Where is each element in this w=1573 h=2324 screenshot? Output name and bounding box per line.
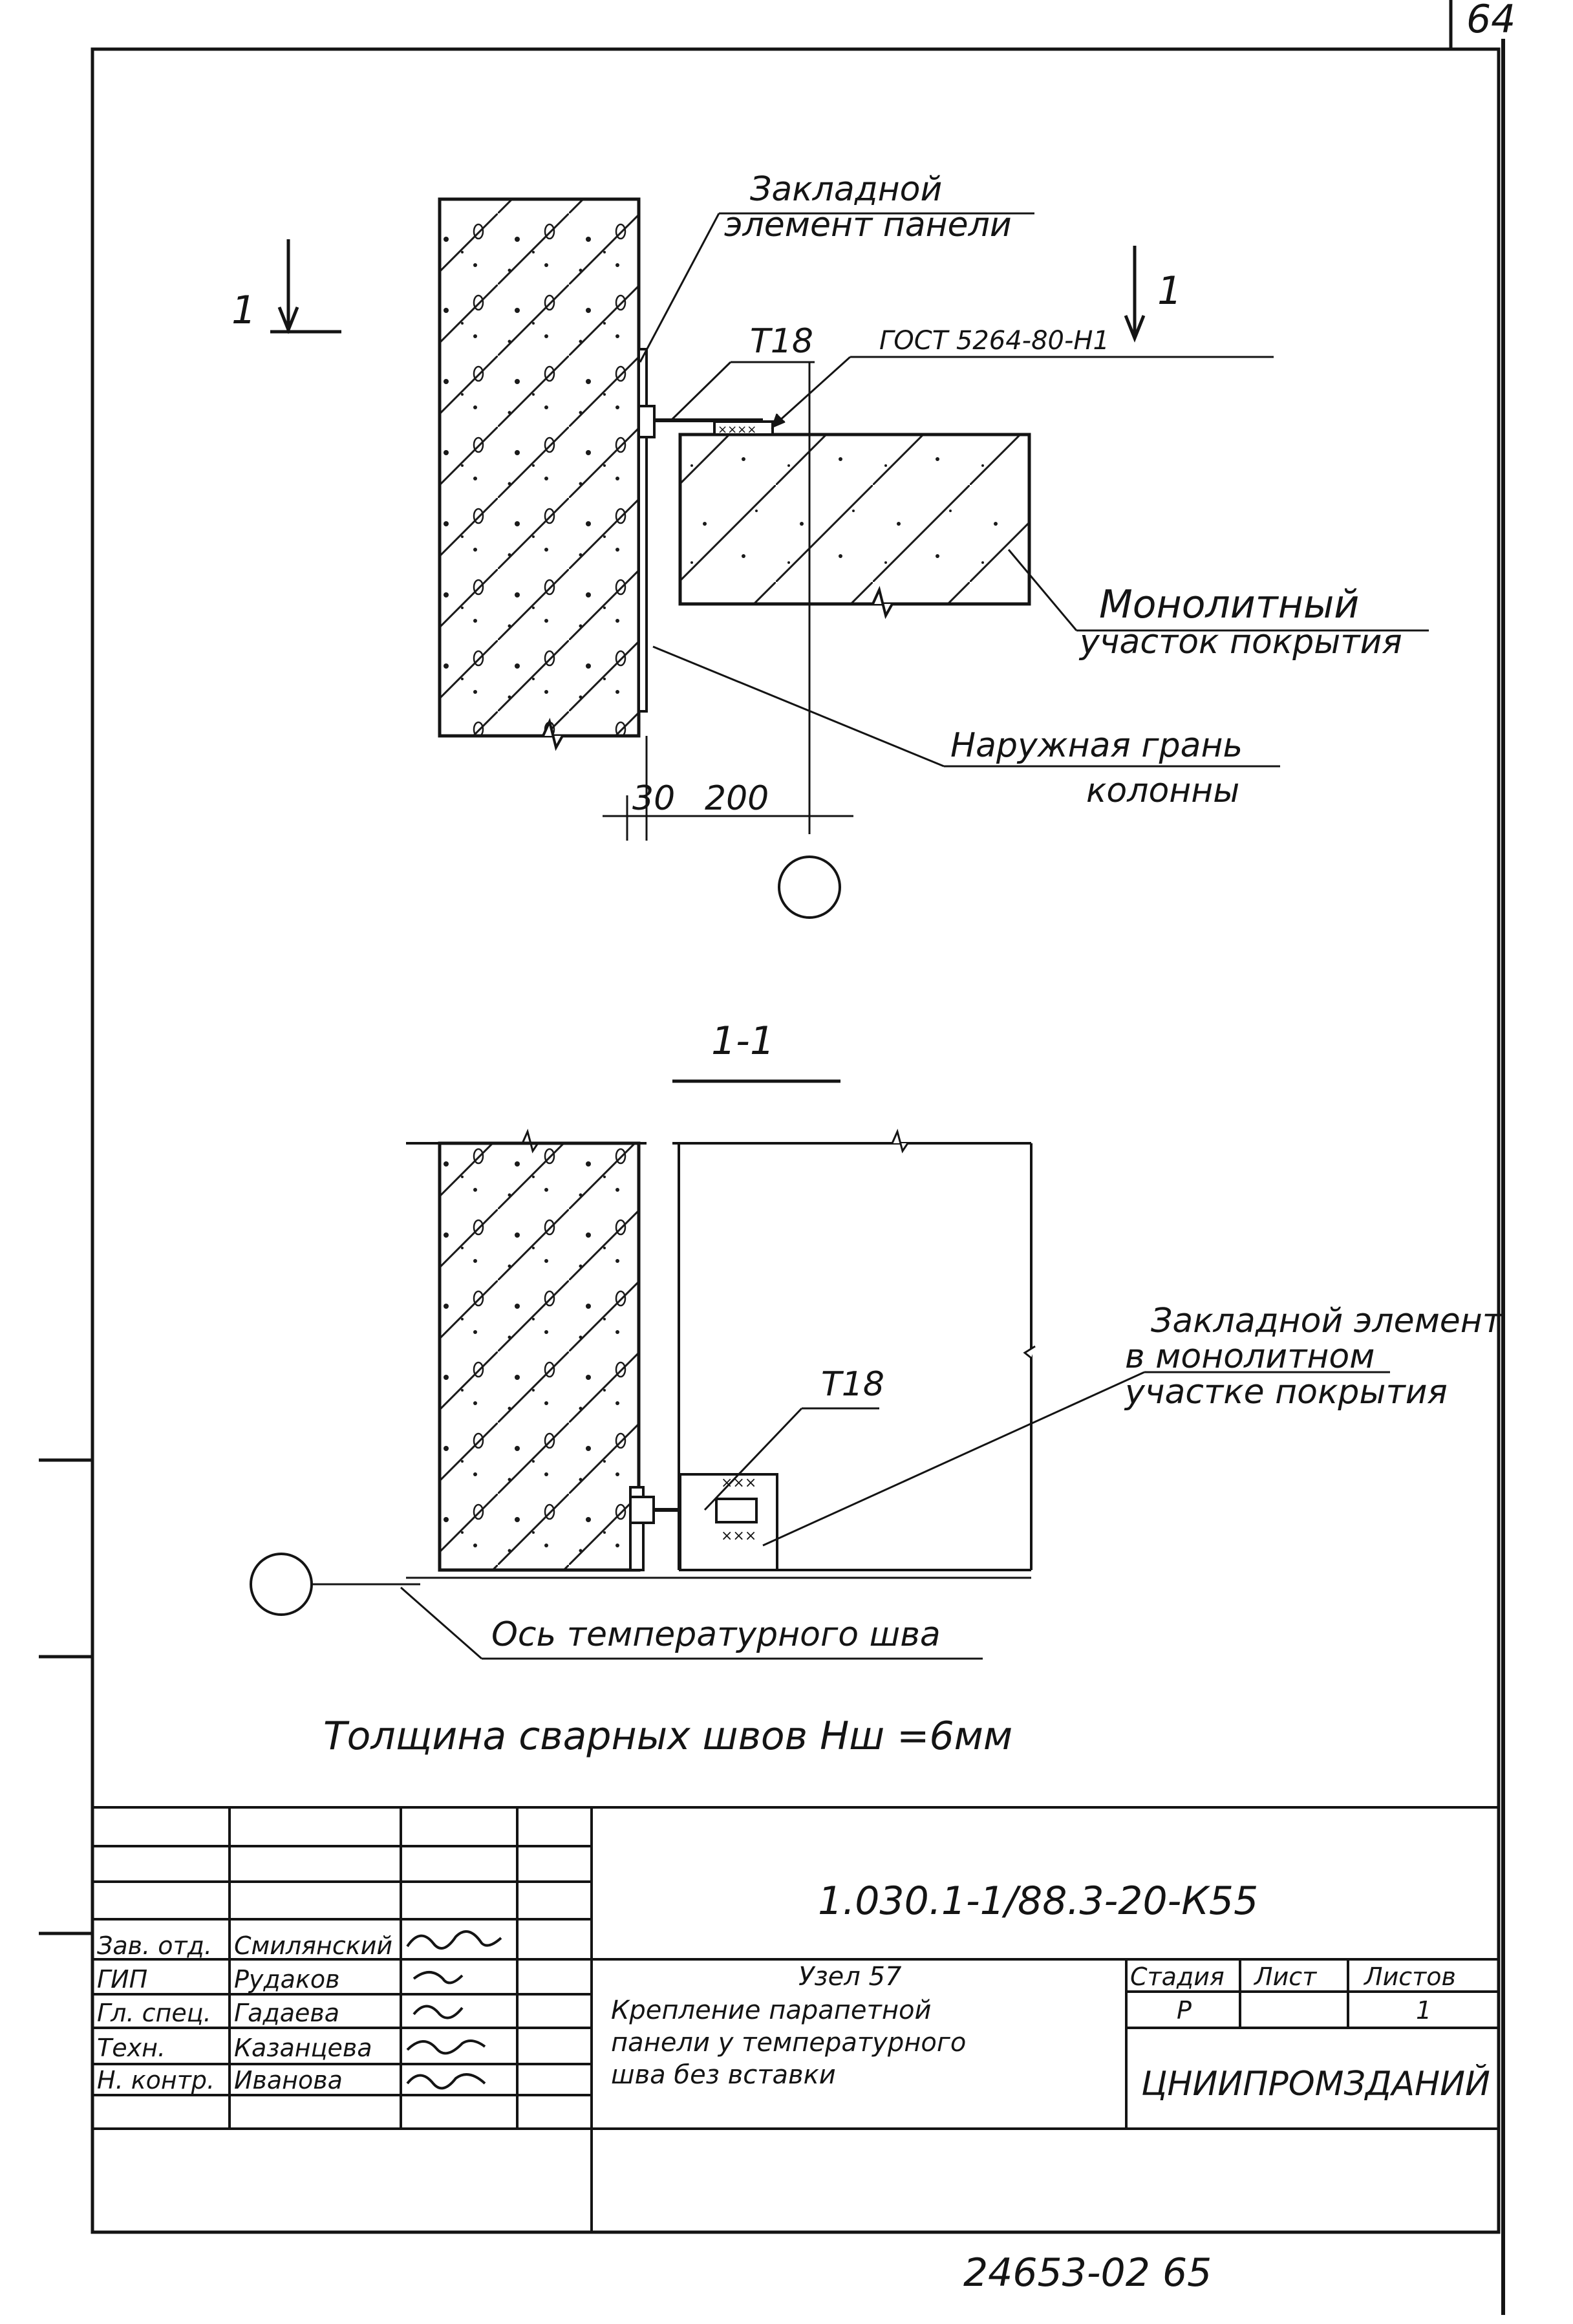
name-0: Смилянский	[234, 1931, 392, 1960]
role-3: Техн.	[97, 2034, 166, 2062]
weld-thickness-note: Толщина сварных швов Нш =6мм	[323, 1714, 1012, 1759]
label-monolithic-1: Монолитный	[1099, 582, 1359, 627]
name-3: Казанцева	[234, 2034, 372, 2062]
axis-marker-circle	[778, 855, 841, 919]
node-title: Узел 57	[798, 1962, 902, 1992]
parapet-panel-plan	[438, 197, 641, 738]
section-mark-right	[1124, 246, 1146, 343]
panel-embedded-plate	[637, 348, 648, 713]
section-mark-left-label: 1	[231, 288, 256, 333]
role-1: ГИП	[97, 1965, 147, 1994]
label-joint-axis: Ось температурного шва	[491, 1615, 941, 1654]
stage-header: Стадия	[1130, 1963, 1225, 1991]
label-gost: ГОСТ 5264-80-Н1	[879, 326, 1109, 356]
section-leaders	[400, 1371, 1390, 1660]
plan-leaders	[639, 212, 1429, 768]
label-embedded-mono-3: участке покрытия	[1124, 1373, 1448, 1412]
name-4: Иванова	[234, 2066, 343, 2094]
label-monolithic-2: участок покрытия	[1078, 623, 1402, 662]
role-4: Н. контр.	[97, 2066, 215, 2094]
label-t18-plan: Т18	[750, 322, 813, 361]
section-view: 1-1 ××× ×××	[250, 1018, 1503, 1660]
description-line-3: шва без вставки	[611, 2060, 836, 2090]
label-embedded-mono-1: Закладной элемент	[1151, 1302, 1503, 1340]
name-2: Гадаева	[234, 1999, 339, 2027]
name-1: Рудаков	[234, 1965, 340, 1994]
sheets-header: Листов	[1363, 1963, 1456, 1991]
signature-rows: Зав. отд. Смилянский ГИП Рудаков Гл. спе…	[97, 1931, 392, 2094]
label-t18-section: Т18	[821, 1365, 884, 1404]
stage-value: Р	[1177, 1996, 1192, 2025]
description-line-2: панели у температурного	[611, 2028, 966, 2058]
role-0: Зав. отд.	[97, 1931, 212, 1960]
parapet-panel-section	[438, 1141, 641, 1572]
title-block	[91, 1806, 1500, 2233]
description-line-1: Крепление парапетной	[611, 1996, 931, 2025]
document-code: 1.030.1-1/88.3-20-К55	[818, 1878, 1258, 1924]
section-mark-left	[270, 239, 341, 334]
plan-view: ×××× 30 200 1 1	[231, 170, 1429, 919]
svg-text:×××: ×××	[721, 1528, 756, 1544]
sheet-header: Лист	[1253, 1963, 1318, 1991]
label-outer-face-2: колонны	[1086, 771, 1239, 810]
joint-axis-marker-circle	[250, 1553, 313, 1616]
label-embedded-panel-2: элемент панели	[724, 206, 1012, 244]
dim-30: 30	[632, 779, 675, 818]
sheets-value: 1	[1416, 1996, 1431, 2025]
svg-text:××××: ××××	[718, 423, 756, 436]
role-2: Гл. спец.	[97, 1999, 211, 2027]
svg-text:×××: ×××	[721, 1475, 756, 1491]
footer-number: 24653-02 65	[963, 2250, 1212, 2296]
label-outer-face-1: Наружная грань	[950, 726, 1243, 765]
dim-200: 200	[705, 779, 769, 818]
break-mark-icon	[542, 717, 564, 751]
signature-scribbles	[406, 1930, 502, 2090]
label-embedded-panel-1: Закладной	[750, 170, 942, 209]
section-mark-right-label: 1	[1157, 268, 1182, 314]
label-embedded-mono-2: в монолитном	[1125, 1337, 1375, 1376]
organization: ЦНИИПРОМЗДАНИЙ	[1141, 2064, 1490, 2103]
sheet-number: 64	[1466, 0, 1515, 42]
monolithic-slab-plan	[678, 433, 1031, 606]
section-title: 1-1	[711, 1018, 775, 1064]
break-mark-icon	[872, 585, 894, 619]
